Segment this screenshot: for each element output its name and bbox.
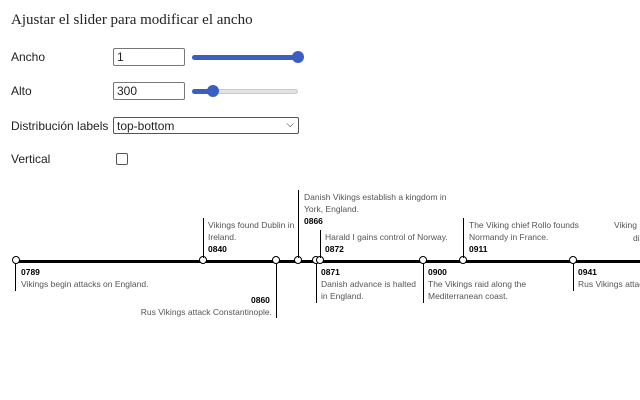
timeline-desc-partial: Viking bbox=[614, 220, 637, 230]
vertical-checkbox[interactable] bbox=[116, 153, 128, 165]
timeline-stem-0789 bbox=[15, 263, 16, 291]
timeline-year-0872: 0872 bbox=[325, 244, 344, 254]
timeline-axis bbox=[14, 260, 640, 263]
timeline-stem-0860 bbox=[276, 263, 277, 318]
timeline-desc-0789: Vikings begin attacks on England. bbox=[21, 279, 149, 289]
height-slider-fill bbox=[192, 89, 214, 94]
timeline-year-0866: 0866 bbox=[304, 216, 323, 226]
timeline-stem-0900 bbox=[423, 263, 424, 303]
timeline-stem-0941 bbox=[573, 263, 574, 291]
timeline-desc-0911: The Viking chief Rollo founds Normandy i… bbox=[469, 220, 579, 242]
timeline-stem-0866 bbox=[298, 190, 299, 258]
timeline-year-0900: 0900 bbox=[428, 267, 447, 277]
height-label: Alto bbox=[11, 84, 32, 98]
width-slider-thumb[interactable] bbox=[292, 51, 304, 63]
vertical-label: Vertical bbox=[11, 152, 51, 166]
width-label: Ancho bbox=[11, 50, 46, 64]
timeline-desc-0900: The Vikings raid along the Mediterranean… bbox=[428, 279, 527, 301]
page-title: Ajustar el slider para modificar el anch… bbox=[11, 12, 253, 28]
labels-distribution-label: Distribución labels bbox=[11, 119, 109, 133]
labels-distribution-select[interactable]: top-bottom ⌵ bbox=[113, 117, 299, 134]
timeline-desc-0941: Rus Vikings attack bbox=[578, 279, 640, 289]
timeline-desc-0872: Harald I gains control of Norway. bbox=[325, 232, 448, 242]
timeline-desc-0860: Rus Vikings attack Constantinople. bbox=[140, 307, 272, 317]
timeline-stem-0840 bbox=[203, 218, 204, 258]
timeline-dot-0789[interactable] bbox=[12, 256, 20, 264]
timeline-desc-0871: Danish advance is halted in England. bbox=[321, 279, 416, 301]
timeline-desc-0840: Vikings found Dublin in Ireland. bbox=[208, 220, 295, 242]
timeline-stem-0872 bbox=[320, 230, 321, 258]
timeline-year-0860: 0860 bbox=[251, 295, 270, 305]
timeline-stem-0871 bbox=[316, 263, 317, 303]
timeline-desc-partial-2: di bbox=[633, 233, 640, 243]
timeline-year-0941: 0941 bbox=[578, 267, 597, 277]
timeline-year-0840: 0840 bbox=[208, 244, 227, 254]
timeline-year-0911: 0911 bbox=[469, 244, 488, 254]
height-slider[interactable] bbox=[192, 83, 298, 99]
height-input[interactable]: 300 bbox=[113, 82, 185, 100]
width-slider[interactable] bbox=[192, 49, 304, 65]
height-slider-thumb[interactable] bbox=[207, 85, 220, 97]
width-input[interactable]: 1 bbox=[113, 48, 185, 66]
chevron-down-icon: ⌵ bbox=[286, 119, 294, 130]
timeline-desc-0866: Danish Vikings establish a kingdom in Yo… bbox=[304, 192, 447, 214]
timeline-year-0871: 0871 bbox=[321, 267, 340, 277]
timeline-stem-0911 bbox=[463, 218, 464, 258]
timeline-year-0789: 0789 bbox=[21, 267, 40, 277]
width-slider-fill bbox=[192, 55, 298, 60]
labels-distribution-value: top-bottom bbox=[117, 119, 175, 133]
